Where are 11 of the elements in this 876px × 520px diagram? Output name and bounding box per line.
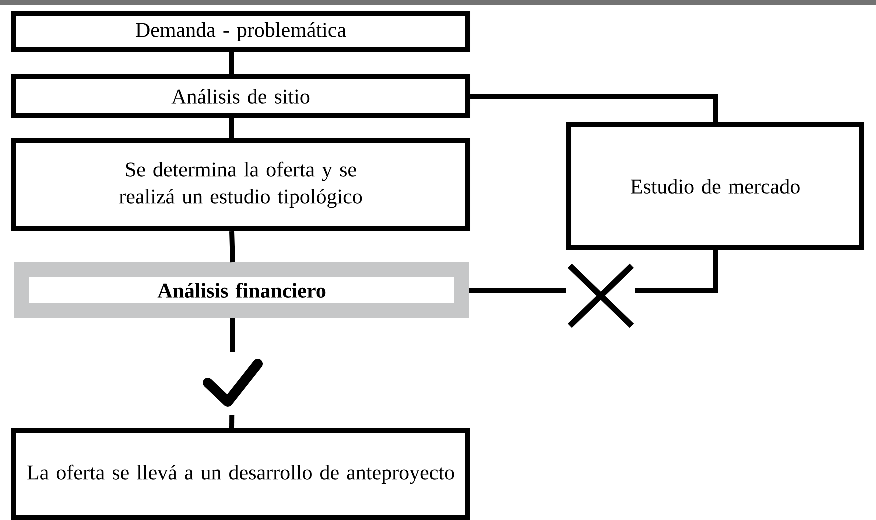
connector-line [230, 231, 236, 263]
highlighted-box: Análisis financiero [14, 262, 470, 318]
process-box: Estudio de mercado [566, 122, 864, 250]
process-box: Análisis de sitio [12, 74, 470, 118]
connector-line [470, 94, 718, 122]
process-box: Demanda - problemática [12, 12, 470, 52]
connector-line [230, 52, 234, 74]
connector-line [470, 250, 718, 293]
process-box: Se determina la oferta y se realizá un estudio tipológico [12, 138, 470, 232]
connector-line [230, 118, 234, 138]
process-box: La oferta se llevá a un desarrollo de anteproyecto [12, 428, 470, 520]
